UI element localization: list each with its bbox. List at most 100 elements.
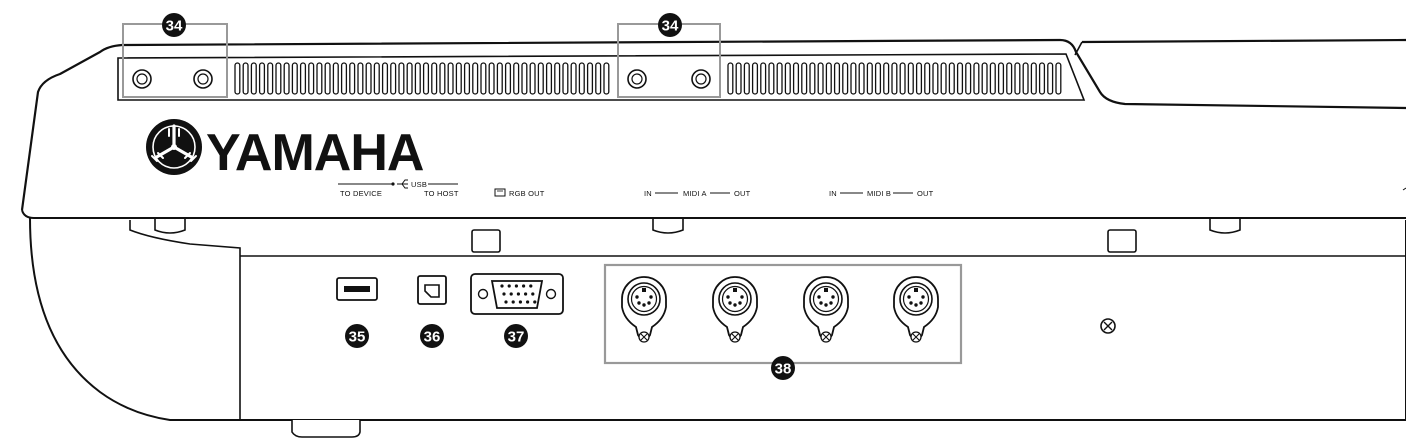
- vent-slot: [932, 62, 939, 95]
- vent-slot: [422, 62, 430, 95]
- vent-slot: [817, 62, 824, 95]
- callout-34-right: 34: [658, 13, 682, 37]
- callout-35-label: 35: [349, 329, 366, 346]
- usb-to-host-port: [417, 275, 447, 305]
- vent-slot: [727, 62, 734, 95]
- vent-slot: [324, 62, 331, 95]
- vent-slot: [545, 62, 553, 95]
- vent-slot: [760, 62, 767, 95]
- midi-b-in-text: IN: [829, 189, 837, 198]
- vent-slot: [414, 62, 421, 95]
- chassis-screw: [1100, 318, 1116, 334]
- callout-34-right-label: 34: [662, 18, 679, 35]
- callout-37-label: 37: [508, 329, 525, 346]
- vent-slot: [275, 62, 282, 95]
- vent-slot: [431, 62, 438, 95]
- midi-ports: [621, 276, 939, 343]
- midi-port: [893, 276, 939, 343]
- vent-slot: [965, 62, 972, 95]
- callout-37: 37: [504, 324, 528, 348]
- vent-slot: [768, 62, 775, 95]
- vent-slot: [1006, 62, 1013, 95]
- vent-slot: [554, 62, 561, 95]
- vent-slot: [751, 62, 759, 95]
- vent-slot: [250, 62, 257, 95]
- vent-slot: [398, 62, 405, 95]
- vent-slot: [242, 62, 249, 95]
- vent-slot: [883, 62, 890, 95]
- vent-slot: [1022, 62, 1029, 95]
- to-host-label: TO HOST: [424, 189, 459, 198]
- vent-slot: [1038, 62, 1046, 95]
- top-body: [20, 38, 1406, 211]
- vent-slot: [784, 62, 791, 95]
- midi-port: [621, 276, 667, 343]
- vent-slot: [833, 62, 841, 95]
- usb-icon: [397, 179, 408, 189]
- vent-slot: [439, 62, 446, 95]
- usb-title: USB: [411, 180, 427, 189]
- screw-holes-right: [627, 69, 711, 89]
- vent-strip: [117, 53, 1086, 101]
- vent-slot: [1014, 62, 1021, 95]
- vent-slot: [586, 62, 594, 95]
- vent-slot: [234, 62, 241, 95]
- vent-slot: [1047, 62, 1054, 95]
- midi-b-name-text: MIDI B: [867, 189, 891, 198]
- vent-slot: [743, 62, 750, 95]
- vent-slot: [529, 62, 536, 95]
- monitor-icon: [494, 188, 506, 197]
- vent-slot: [406, 62, 413, 95]
- vent-slot: [825, 62, 832, 95]
- callout-34-left: 34: [162, 13, 186, 37]
- vent-slot: [488, 62, 495, 95]
- vent-slot: [472, 62, 479, 95]
- bottom-foot: [291, 420, 361, 438]
- vent-slot: [258, 62, 266, 95]
- vent-slot: [801, 62, 808, 95]
- vent-slot: [496, 62, 503, 95]
- callout-35: 35: [345, 324, 369, 348]
- rgb-out-label: RGB OUT: [494, 188, 545, 198]
- vent-slot: [997, 62, 1005, 95]
- vent-slot: [373, 62, 380, 95]
- callout-38: 38: [771, 356, 795, 380]
- callout-36: 36: [420, 324, 444, 348]
- vent-slot: [809, 62, 816, 95]
- vent-slot: [850, 62, 857, 95]
- vent-slot: [283, 62, 290, 95]
- midi-a-in-text: IN: [644, 189, 652, 198]
- vent-slot: [1055, 62, 1062, 95]
- vent-slot: [480, 62, 487, 95]
- vent-slot: [874, 62, 882, 95]
- vent-slot: [858, 62, 865, 95]
- midi-b-label: IN MIDI B OUT: [829, 189, 934, 198]
- top-cover-edge: [21, 209, 1406, 219]
- midi-b-out-text: OUT: [917, 189, 934, 198]
- vent-slot: [357, 62, 364, 95]
- vent-slot: [842, 62, 849, 95]
- usb-labels: USB TO DEVICE TO HOST: [338, 179, 459, 198]
- vent-slot: [891, 62, 898, 95]
- vent-slot: [899, 62, 906, 95]
- rgb-out-vga-port: [470, 273, 564, 315]
- callout-36-label: 36: [424, 329, 441, 346]
- vent-slot: [381, 62, 389, 95]
- vent-slot: [332, 62, 339, 95]
- vent-slot: [463, 62, 471, 95]
- vent-slot: [948, 62, 955, 95]
- lower-body: [29, 217, 1406, 421]
- midi-port: [712, 276, 758, 343]
- screw-holes-left: [132, 69, 213, 89]
- vent-slot: [595, 62, 602, 95]
- vent-slot: [776, 62, 783, 95]
- vent-slot: [340, 62, 348, 95]
- usb-to-device-port: [336, 277, 378, 301]
- midi-a-out-text: OUT: [734, 189, 751, 198]
- vent-slot: [267, 62, 274, 95]
- yamaha-wordmark: YAMAHA: [206, 124, 424, 182]
- vent-slot: [513, 62, 520, 95]
- vent-slot: [866, 62, 873, 95]
